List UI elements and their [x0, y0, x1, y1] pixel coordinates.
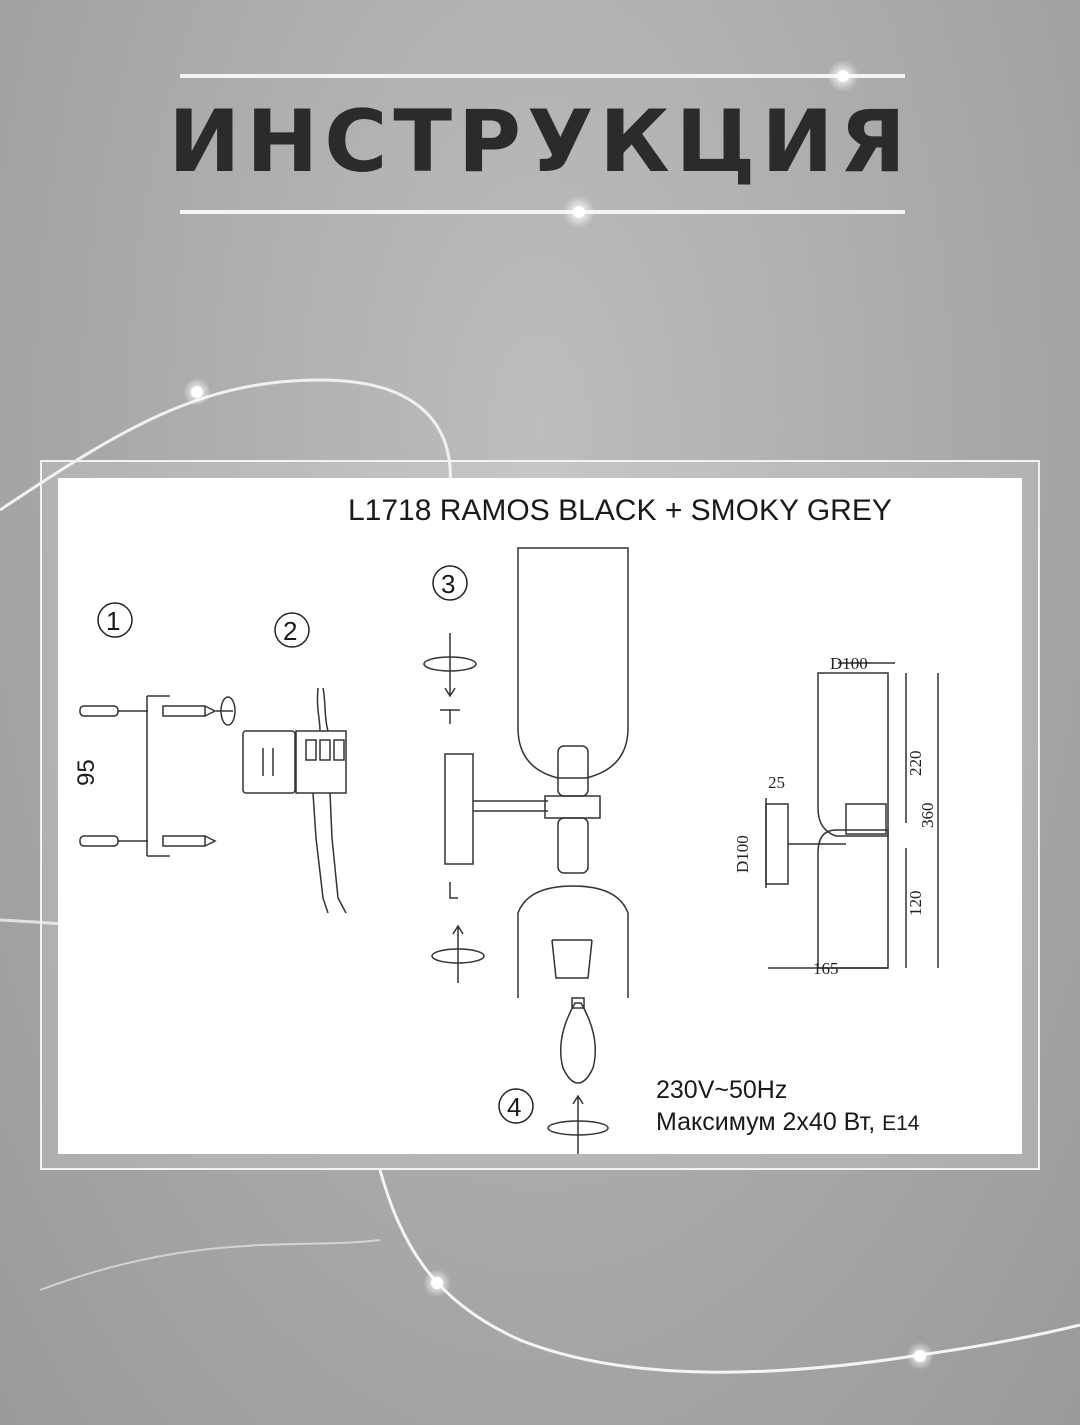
- step-3-label: 3: [441, 569, 455, 599]
- dim-width: 165: [813, 959, 839, 978]
- step-1-label: 1: [106, 606, 120, 636]
- model-title: L1718 RAMOS BLACK + SMOKY GREY: [348, 494, 892, 527]
- dim-total-height: 360: [918, 803, 937, 829]
- step-markers: 1 2 3 4: [97, 565, 534, 1124]
- assembly-diagram: L1718 RAMOS BLACK + SMOKY GREY 1 2 3 4 9…: [73, 494, 939, 1154]
- dim-base-diameter: D100: [733, 835, 752, 873]
- step2-terminal-block: [242, 687, 347, 914]
- page-title: ИНСТРУКЦИЯ: [168, 92, 912, 192]
- spec-voltage: 230V~50Hz: [656, 1076, 787, 1104]
- step1-wall-anchors: [79, 695, 236, 857]
- dimension-drawing: [765, 662, 939, 969]
- dim-bottom-height: 120: [906, 891, 925, 917]
- dim-top-height: 220: [906, 751, 925, 777]
- step3-lamp-assembly: [423, 547, 629, 1084]
- spec-socket: E14: [882, 1112, 920, 1135]
- dim-shade-diameter-top: D100: [830, 654, 868, 673]
- dimension-labels: D100 220 360 120 25 D100 165: [733, 654, 937, 978]
- mount-spacing-label: 95: [73, 759, 100, 786]
- step-4-label: 4: [507, 1092, 521, 1122]
- spec-max-power: Максимум 2х40 Вт, E14: [656, 1108, 920, 1136]
- dim-base-depth: 25: [768, 773, 785, 792]
- step-2-label: 2: [283, 616, 297, 646]
- instruction-sheet: L1718 RAMOS BLACK + SMOKY GREY 1 2 3 4 9…: [58, 478, 1022, 1154]
- step4-install-bulb: [547, 1094, 609, 1154]
- specs-block: 230V~50Hz Максимум 2х40 Вт, E14: [656, 1076, 920, 1136]
